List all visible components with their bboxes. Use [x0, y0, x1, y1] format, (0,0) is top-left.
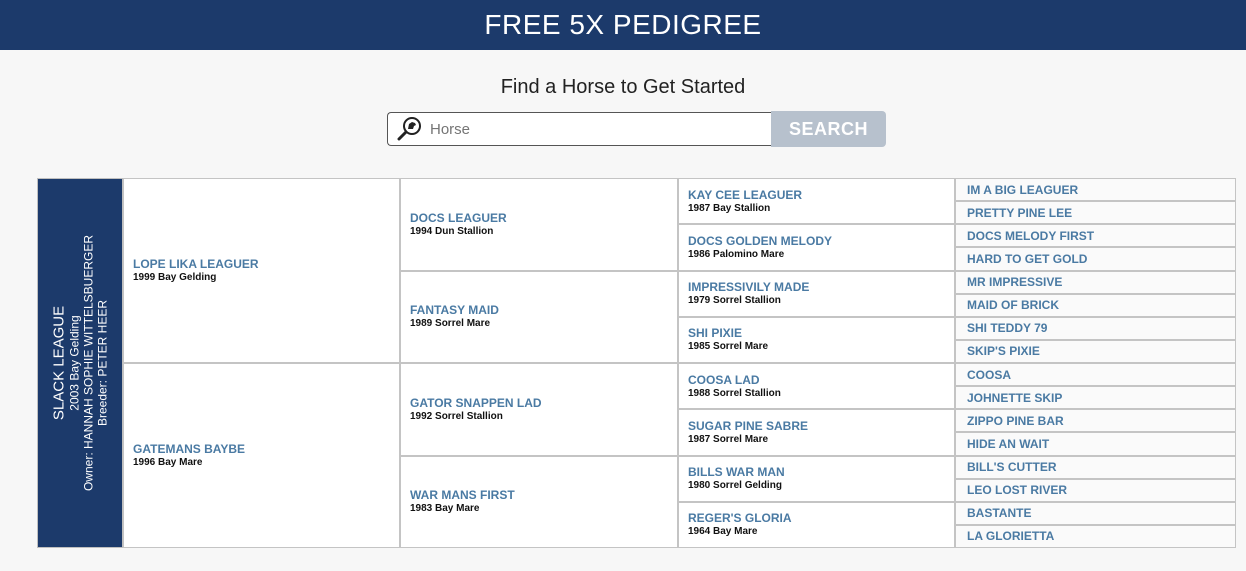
horse-name-link[interactable]: LA GLORIETTA — [967, 529, 1055, 544]
horse-name-link[interactable]: COOSA — [967, 367, 1012, 382]
horse-name-link[interactable]: KAY CEE LEAGUER — [688, 187, 803, 202]
pedigree-chart: SLACK LEAGUE 2003 Bay Gelding Owner: HAN… — [37, 178, 1236, 548]
gen5-horse[interactable]: PRETTY PINE LEE — [955, 201, 1236, 225]
page-title: FREE 5X PEDIGREE — [484, 9, 762, 40]
horse-name-link[interactable]: REGER'S GLORIA — [688, 511, 792, 526]
search-button[interactable]: SEARCH — [771, 111, 886, 147]
horse-description: 1985 Sorrel Mare — [688, 341, 769, 353]
gen5-horse[interactable]: JOHNETTE SKIP — [955, 386, 1236, 410]
horse-name-link[interactable]: DOCS MELODY FIRST — [967, 228, 1095, 243]
horse-name-link[interactable]: GATOR SNAPPEN LAD — [410, 395, 542, 410]
gen5-horse[interactable]: BASTANTE — [955, 501, 1236, 525]
horse-description: 1992 Sorrel Stallion — [410, 410, 503, 422]
gen5-horse[interactable]: IM A BIG LEAGUER — [955, 178, 1236, 202]
horse-name-link[interactable]: IMPRESSIVILY MADE — [688, 280, 810, 295]
gen5-horse[interactable]: COOSA — [955, 363, 1236, 387]
horse-name-link[interactable]: IM A BIG LEAGUER — [967, 182, 1079, 197]
horse-description: 1980 Sorrel Gelding — [688, 480, 782, 492]
horse-description: 1999 Bay Gelding — [133, 272, 217, 283]
horse-description: 1989 Sorrel Mare — [410, 318, 491, 330]
horse-name-link[interactable]: SUGAR PINE SABRE — [688, 418, 809, 433]
horse-name-link[interactable]: LEO LOST RIVER — [967, 483, 1068, 498]
horse-description: 1987 Bay Stallion — [688, 202, 771, 214]
horse-name-link[interactable]: SKIP'S PIXIE — [967, 344, 1040, 359]
horse-name-link[interactable]: HARD TO GET GOLD — [967, 251, 1088, 266]
horse-name-link[interactable]: MR IMPRESSIVE — [967, 275, 1063, 290]
horse-name-link[interactable]: BILL'S CUTTER — [967, 460, 1057, 475]
gen5-horse[interactable]: LA GLORIETTA — [955, 524, 1236, 548]
horse-name-link[interactable]: DOCS LEAGUER — [410, 210, 507, 225]
horse-name-link[interactable]: BASTANTE — [967, 506, 1032, 521]
search-box — [387, 112, 771, 146]
horse-name-link[interactable]: COOSA LAD — [688, 372, 760, 387]
horse-name-link[interactable]: WAR MANS FIRST — [410, 488, 515, 503]
gen5-horse[interactable]: HARD TO GET GOLD — [955, 247, 1236, 271]
page-header: FREE 5X PEDIGREE — [0, 0, 1246, 50]
gen5-horse[interactable]: LEO LOST RIVER — [955, 478, 1236, 502]
horse-description: 1986 Palomino Mare — [688, 248, 785, 260]
horse-description: 1964 Bay Mare — [688, 526, 758, 538]
gen5-horse[interactable]: BILL'S CUTTER — [955, 455, 1236, 479]
horse-search-icon — [396, 115, 424, 143]
horse-description: 1979 Sorrel Stallion — [688, 295, 781, 307]
horse-name-link[interactable]: GATEMANS BAYBE — [133, 442, 246, 456]
subject-name: SLACK LEAGUE — [50, 305, 68, 421]
horse-name-link[interactable]: HIDE AN WAIT — [967, 436, 1050, 451]
gen5-horse[interactable]: SHI TEDDY 79 — [955, 316, 1236, 340]
horse-name-link[interactable]: ZIPPO PINE BAR — [967, 413, 1064, 428]
horse-name-link[interactable]: JOHNETTE SKIP — [967, 390, 1063, 405]
subject-breeder: Breeder: PETER HEER — [95, 299, 110, 427]
subject-owner: Owner: HANNAH SOPHIE WITTELSBUERGER — [81, 234, 96, 492]
subject-description: 2003 Bay Gelding — [67, 315, 82, 411]
gen5-horse[interactable]: SKIP'S PIXIE — [955, 339, 1236, 363]
horse-name-link[interactable]: DOCS GOLDEN MELODY — [688, 233, 833, 248]
horse-name-link[interactable]: BILLS WAR MAN — [688, 465, 785, 480]
horse-name-link[interactable]: PRETTY PINE LEE — [967, 205, 1073, 220]
horse-name-link[interactable]: SHI TEDDY 79 — [967, 321, 1048, 336]
horse-name-link[interactable]: MAID OF BRICK — [967, 298, 1059, 313]
subject-horse[interactable]: SLACK LEAGUE 2003 Bay Gelding Owner: HAN… — [37, 178, 123, 548]
gen5-horse[interactable]: HIDE AN WAIT — [955, 432, 1236, 456]
gen5-horse[interactable]: MAID OF BRICK — [955, 293, 1236, 317]
search-input[interactable] — [428, 119, 752, 139]
gen5-horse[interactable]: MR IMPRESSIVE — [955, 270, 1236, 294]
search-prompt: Find a Horse to Get Started — [500, 76, 746, 98]
gen5-horse[interactable]: DOCS MELODY FIRST — [955, 224, 1236, 248]
horse-description: 1988 Sorrel Stallion — [688, 387, 781, 399]
horse-description: 1987 Sorrel Mare — [688, 433, 769, 445]
horse-name-link[interactable]: FANTASY MAID — [410, 303, 499, 318]
gen5-horse[interactable]: ZIPPO PINE BAR — [955, 409, 1236, 433]
horse-description: 1983 Bay Mare — [410, 503, 480, 515]
horse-name-link[interactable]: LOPE LIKA LEAGUER — [133, 257, 259, 271]
horse-name-link[interactable]: SHI PIXIE — [688, 326, 743, 341]
horse-description: 1994 Dun Stallion — [410, 225, 494, 237]
horse-description: 1996 Bay Mare — [133, 457, 203, 468]
